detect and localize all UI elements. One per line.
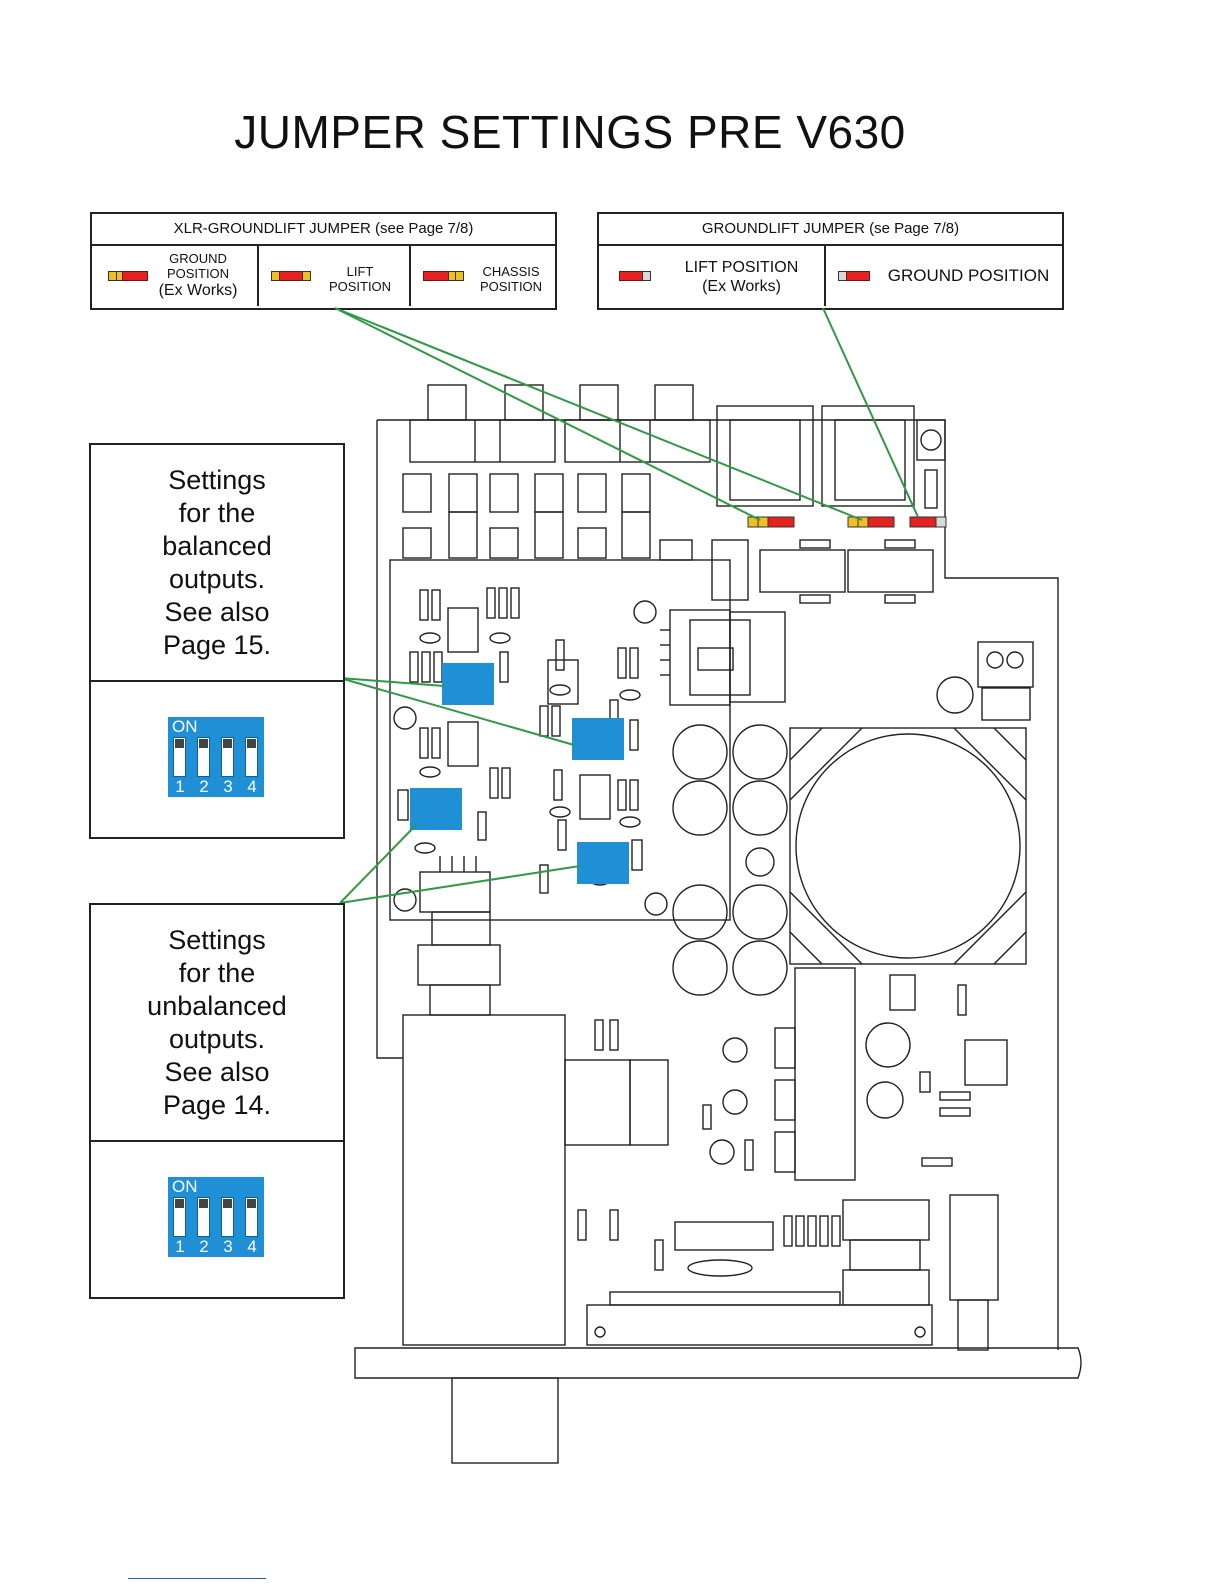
- unbalanced-line: unbalanced: [147, 990, 287, 1021]
- jumper-chassis-position-icon: [423, 271, 464, 281]
- dip-number: 2: [199, 1237, 209, 1256]
- xlr-lift-line2: POSITION: [328, 279, 392, 294]
- xlr-ground-line3: (Ex Works): [158, 282, 238, 299]
- balanced-line: outputs.: [168, 563, 266, 594]
- dip-number: 1: [175, 777, 185, 796]
- xlr-chassis-line2: POSITION: [479, 279, 543, 294]
- balanced-line: See also: [164, 596, 270, 627]
- xlr-chassis-line1: CHASSIS: [482, 264, 540, 279]
- ic-chip: [674, 1221, 774, 1251]
- board-outline: [377, 419, 1059, 1350]
- xlr-ground-cell: GROUND POSITION (Ex Works): [92, 246, 257, 306]
- balanced-line: Page 15.: [162, 629, 272, 660]
- gl-lift-cell: LIFT POSITION (Ex Works): [599, 246, 824, 306]
- gl-lift-line1: LIFT POSITION: [684, 259, 799, 276]
- unbalanced-line: See also: [164, 1056, 270, 1087]
- dip-switch-unbalanced-icon: ON 1 2 3 4: [168, 1177, 264, 1257]
- balanced-line: for the: [178, 497, 256, 528]
- dip-number: 2: [199, 777, 209, 796]
- balanced-line: balanced: [162, 530, 272, 561]
- footer-rule: [128, 1578, 266, 1579]
- balanced-outputs-text: Settings for the balanced outputs. See a…: [91, 445, 343, 682]
- unbalanced-outputs-box: Settings for the unbalanced outputs. See…: [89, 903, 345, 1299]
- dip-number: 3: [223, 1237, 233, 1256]
- front-panel: [354, 1347, 1082, 1379]
- unbalanced-switch-panel: ON 1 2 3 4: [91, 1142, 343, 1297]
- gl-lift-line2: (Ex Works): [702, 278, 781, 295]
- xlr-ground-line1: GROUND: [169, 251, 227, 266]
- xlr-ground-line2: POSITION: [166, 266, 230, 281]
- output-daughter-board: [389, 559, 731, 921]
- gl-ground-cell: GROUND POSITION: [824, 246, 1060, 306]
- balanced-outputs-box: Settings for the balanced outputs. See a…: [89, 443, 345, 839]
- jumper-ground-position-icon: [108, 271, 148, 281]
- dip-number: 3: [223, 777, 233, 796]
- xlr-table-header: XLR-GROUNDLIFT JUMPER (see Page 7/8): [92, 214, 555, 246]
- xlr-lift-cell: LIFT POSITION: [257, 246, 409, 306]
- jumper-gl-ground-icon: [838, 271, 870, 281]
- balanced-switch-panel: ON 1 2 3 4: [91, 682, 343, 837]
- dip-switch-balanced-icon: ON 1 2 3 4: [168, 717, 264, 797]
- unbalanced-line: outputs.: [168, 1023, 266, 1054]
- xlr-chassis-cell: CHASSIS POSITION: [409, 246, 555, 306]
- dip-on-label: ON: [172, 717, 198, 736]
- groundlift-table-header: GROUNDLIFT JUMPER (se Page 7/8): [599, 214, 1062, 246]
- unbalanced-line: Page 14.: [162, 1089, 272, 1120]
- jumper-lift-position-icon: [271, 271, 311, 281]
- transformer-heatsink: [789, 727, 1027, 965]
- unbalanced-line: for the: [178, 957, 256, 988]
- volume-knob: [451, 1377, 559, 1464]
- dip-number: 4: [247, 777, 257, 796]
- dip-on-label: ON: [172, 1177, 198, 1196]
- balanced-line: Settings: [168, 464, 266, 495]
- xlr-groundlift-table: XLR-GROUNDLIFT JUMPER (see Page 7/8) GRO…: [90, 212, 557, 310]
- unbalanced-line: Settings: [168, 924, 266, 955]
- dip-number: 4: [247, 1237, 257, 1256]
- page-title: JUMPER SETTINGS PRE V630: [234, 106, 906, 158]
- jumper-gl-lift-icon: [619, 271, 651, 281]
- unbalanced-outputs-text: Settings for the unbalanced outputs. See…: [91, 905, 343, 1142]
- dip-number: 1: [175, 1237, 185, 1256]
- gl-ground-line1: GROUND POSITION: [887, 266, 1050, 285]
- groundlift-table: GROUNDLIFT JUMPER (se Page 7/8) LIFT POS…: [597, 212, 1064, 310]
- xlr-lift-line1: LIFT: [346, 264, 374, 279]
- toroidal-transformer: [795, 733, 1021, 959]
